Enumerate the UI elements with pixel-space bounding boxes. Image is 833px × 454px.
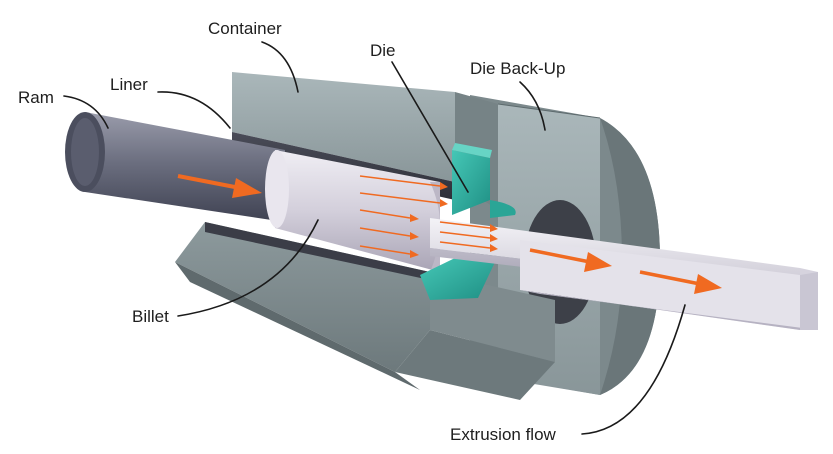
container-bottom-half <box>175 222 555 400</box>
billet-flow-arrows <box>359 175 498 258</box>
ram-flow-arrow <box>177 174 262 198</box>
die <box>420 143 516 300</box>
label-liner: Liner <box>110 75 148 94</box>
labels: Container Die Die Back-Up Ram Liner Bill… <box>18 19 565 444</box>
label-billet: Billet <box>132 307 169 326</box>
label-ram: Ram <box>18 88 54 107</box>
leader-lines <box>63 41 686 435</box>
profile-flow-arrows <box>529 248 722 294</box>
label-die: Die <box>370 41 396 60</box>
label-die-backup: Die Back-Up <box>470 59 565 78</box>
label-container: Container <box>208 19 282 38</box>
flow-arrows <box>177 174 722 294</box>
label-extrusion-flow: Extrusion flow <box>450 425 557 444</box>
